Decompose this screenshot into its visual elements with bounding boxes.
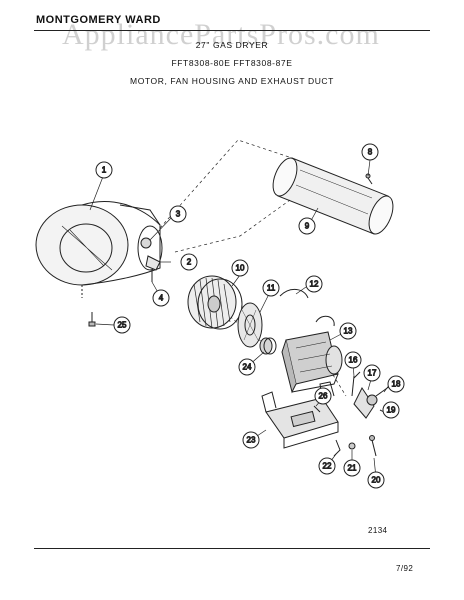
callout-22: 22 (318, 457, 336, 475)
bushing-part (259, 337, 277, 355)
callout-10: 10 (231, 259, 249, 277)
callout-17: 17 (363, 364, 381, 382)
section-title: MOTOR, FAN HOUSING AND EXHAUST DUCT (130, 76, 334, 86)
callout-13: 13 (339, 322, 357, 340)
blower-wheel-part (187, 275, 243, 330)
hardware-parts (88, 173, 377, 457)
svg-text:10: 10 (236, 264, 245, 273)
svg-text:23: 23 (247, 436, 256, 445)
callout-4: 4 (152, 289, 170, 307)
svg-text:26: 26 (319, 392, 328, 401)
svg-text:17: 17 (368, 369, 377, 378)
svg-text:16: 16 (349, 356, 358, 365)
callout-8: 8 (361, 143, 379, 161)
callout-24: 24 (238, 358, 256, 376)
footer-rule (34, 548, 430, 549)
product-title: 27" GAS DRYER (195, 40, 269, 50)
revision-date: 7/92 (396, 564, 414, 573)
callout-25: 25 (113, 316, 131, 334)
seal-disc-part (237, 302, 263, 348)
callout-3: 3 (169, 205, 187, 223)
callout-26: 26 (314, 387, 332, 405)
callout-19: 19 (382, 401, 400, 419)
svg-text:12: 12 (310, 280, 319, 289)
header-rule (34, 30, 430, 31)
watermark: AppliancePartsPros.com (62, 18, 380, 51)
svg-text:19: 19 (387, 406, 396, 415)
callout-bubbles: 1 2 3 4 8 9 10 11 12 13 16 17 18 19 20 2… (95, 143, 405, 489)
svg-text:11: 11 (267, 284, 276, 293)
svg-text:8: 8 (368, 148, 373, 157)
svg-text:1: 1 (102, 166, 107, 175)
housing-clip-parts (140, 237, 161, 282)
svg-text:13: 13 (344, 327, 353, 336)
svg-text:21: 21 (348, 464, 357, 473)
motor-part (281, 331, 343, 394)
callout-21: 21 (343, 459, 361, 477)
exhaust-duct-part (272, 157, 394, 235)
fan-housing-part (35, 201, 163, 298)
callout-23: 23 (242, 431, 260, 449)
callout-1: 1 (95, 161, 113, 179)
motor-clamp-parts (279, 289, 335, 327)
callout-12: 12 (305, 275, 323, 293)
svg-text:2: 2 (187, 258, 192, 267)
callout-18: 18 (387, 375, 405, 393)
svg-text:22: 22 (323, 462, 332, 471)
callout-16: 16 (344, 351, 362, 369)
diagram-number: 2134 (368, 526, 388, 535)
svg-text:9: 9 (305, 222, 310, 231)
model-numbers: FFT8308-80E FFT8308-87E (171, 58, 293, 68)
callout-2: 2 (180, 253, 198, 271)
svg-text:24: 24 (243, 363, 252, 372)
callout-11: 11 (262, 279, 280, 297)
brand-name: MONTGOMERY WARD (36, 14, 161, 26)
svg-text:3: 3 (176, 210, 181, 219)
svg-text:18: 18 (392, 380, 401, 389)
svg-text:4: 4 (159, 294, 164, 303)
svg-text:20: 20 (372, 476, 381, 485)
callout-9: 9 (298, 217, 316, 235)
svg-text:25: 25 (118, 321, 127, 330)
callout-20: 20 (367, 471, 385, 489)
